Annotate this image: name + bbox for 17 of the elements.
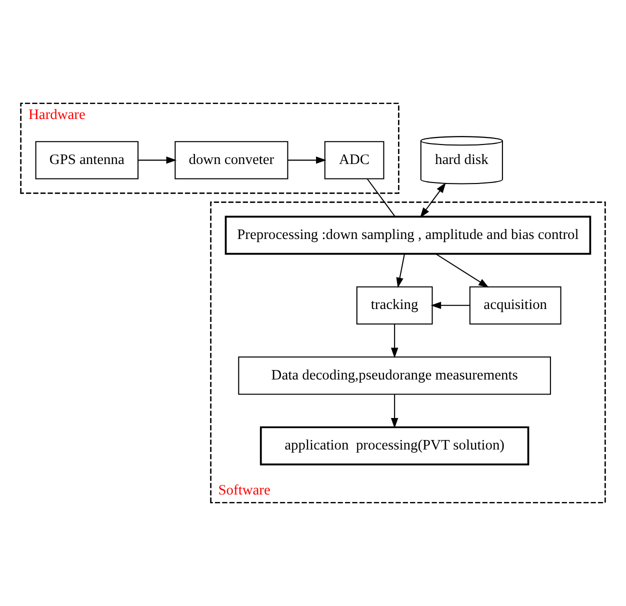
arrow xyxy=(430,302,470,310)
arrow xyxy=(436,254,489,288)
node-box: ADC xyxy=(324,141,384,180)
node-box: Preprocessing :down sampling , amplitude and bias control xyxy=(224,216,592,255)
arrow xyxy=(288,156,326,164)
arrow xyxy=(420,182,446,218)
node-box: GPS antenna xyxy=(35,141,139,180)
arrow xyxy=(396,254,405,288)
arrow xyxy=(138,156,177,164)
node-box: acquisition xyxy=(469,286,562,325)
node-box: application processing(PVT solution) xyxy=(260,426,530,466)
node-box: Data decoding,pseudorange measurements xyxy=(238,356,551,395)
arrow xyxy=(390,324,398,358)
arrow xyxy=(390,394,398,428)
connector xyxy=(366,178,396,216)
node-box: down conveter xyxy=(174,141,288,180)
node-box: tracking xyxy=(356,286,433,325)
